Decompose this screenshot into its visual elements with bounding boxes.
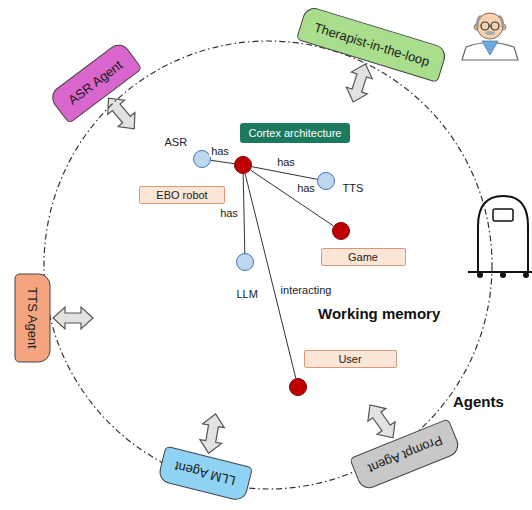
entity-label: User bbox=[304, 350, 397, 368]
architecture-box: Cortex architecture bbox=[240, 123, 351, 143]
double-arrow bbox=[200, 414, 224, 453]
agent-tab: LLM Agent bbox=[157, 446, 253, 503]
memory-region: Cortex architectureEBO robotASRTTSGameLL… bbox=[43, 40, 493, 490]
agent-tab: TTS Agent bbox=[14, 274, 50, 363]
module-label: LLM bbox=[237, 288, 258, 300]
relation-label: has bbox=[295, 182, 317, 194]
double-arrow bbox=[108, 98, 135, 129]
graph-node: User bbox=[289, 378, 307, 396]
double-arrow bbox=[53, 307, 93, 329]
therapist-glasses bbox=[481, 22, 489, 30]
double-arrow bbox=[368, 405, 395, 438]
agent-tab: Prompt Agent bbox=[349, 418, 462, 491]
robot-body bbox=[478, 196, 528, 272]
memory-outline bbox=[43, 40, 493, 490]
relation-line bbox=[211, 160, 234, 163]
entity-label: Game bbox=[321, 248, 406, 266]
module-label: TTS bbox=[343, 182, 364, 194]
relation-label: has bbox=[275, 156, 297, 168]
relation-line bbox=[243, 174, 245, 253]
relation-label: interacting bbox=[279, 284, 334, 296]
robot-icon bbox=[468, 196, 532, 278]
relation-label: has bbox=[209, 145, 231, 157]
therapist-icon bbox=[462, 13, 518, 60]
graph-node: Game bbox=[332, 222, 350, 240]
therapist-mustache bbox=[485, 31, 495, 35]
agent-tab: ASR Agent bbox=[47, 40, 142, 124]
robot-screen bbox=[493, 209, 513, 221]
memory-circle bbox=[44, 41, 492, 489]
therapist-glasses bbox=[491, 22, 499, 30]
double-arrow bbox=[346, 64, 372, 102]
agent-name: ASR Agent bbox=[65, 57, 125, 107]
robot-wheel bbox=[523, 272, 529, 278]
robot-wheel bbox=[477, 272, 483, 278]
robot-wheel bbox=[500, 272, 506, 278]
therapist-shirt bbox=[482, 41, 498, 55]
relation-label: has bbox=[218, 207, 240, 219]
agent-name: Therapist-in-the-loop bbox=[312, 19, 431, 68]
therapist-glasses bbox=[489, 25, 491, 26]
relation-line bbox=[245, 174, 296, 379]
region-title: Working memory bbox=[318, 305, 440, 322]
agent-name: Prompt Agent bbox=[366, 433, 445, 476]
architecture-title: Cortex architecture bbox=[249, 127, 342, 139]
agent-name: TTS Agent bbox=[25, 287, 40, 348]
graph-node: EBO robot bbox=[234, 156, 252, 174]
agent-tab: Therapist-in-the-loop bbox=[296, 5, 448, 83]
agent-name: LLM Agent bbox=[173, 459, 237, 489]
graph-node: LLM bbox=[236, 253, 254, 271]
robot-base bbox=[468, 271, 532, 273]
entity-label: EBO robot bbox=[139, 186, 225, 204]
therapist-head bbox=[477, 13, 503, 39]
graph-node: TTS bbox=[317, 172, 335, 190]
module-label: ASR bbox=[165, 136, 188, 148]
group-label: Agents bbox=[453, 393, 504, 410]
